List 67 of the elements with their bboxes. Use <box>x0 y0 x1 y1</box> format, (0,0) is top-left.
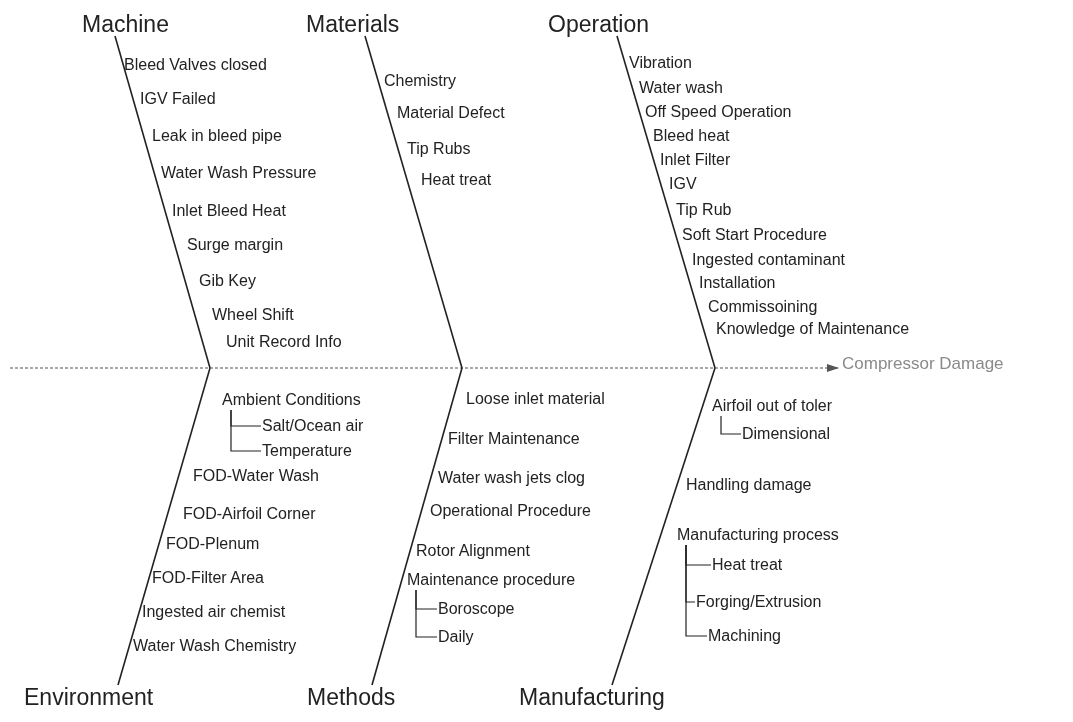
cause-label: Rotor Alignment <box>416 541 530 561</box>
cause-label: Commissoining <box>708 297 818 317</box>
rib-line <box>616 35 716 369</box>
cause-label: Unit Record Info <box>226 332 342 352</box>
rib-line <box>371 367 463 686</box>
cause-label: FOD-Filter Area <box>152 568 264 588</box>
cause-label: Water wash <box>639 78 723 98</box>
cause-label: Bleed Valves closed <box>124 55 267 75</box>
cause-label: FOD-Water Wash <box>193 466 319 486</box>
cause-label: Soft Start Procedure <box>682 225 827 245</box>
cause-label: Airfoil out of toler <box>712 396 833 416</box>
cause-label: Water Wash Chemistry <box>133 636 297 656</box>
cause-label: Material Defect <box>397 103 505 123</box>
cause-label: FOD-Plenum <box>166 534 260 554</box>
category-label: Materials <box>306 10 400 38</box>
cause-label: Chemistry <box>384 71 456 91</box>
cause-label: Salt/Ocean air <box>262 416 364 436</box>
category-label: Manufacturing <box>519 683 665 711</box>
cause-label: Operational Procedure <box>430 501 591 521</box>
cause-label: Manufacturing process <box>677 525 839 545</box>
cause-label: Loose inlet material <box>466 389 605 409</box>
cause-label: Inlet Bleed Heat <box>172 201 286 221</box>
category-label: Operation <box>548 10 649 38</box>
cause-label: Daily <box>438 627 474 647</box>
cause-label: Handling damage <box>686 475 812 495</box>
cause-label: Heat treat <box>712 555 783 575</box>
cause-label: Inlet Filter <box>660 150 731 170</box>
rib-line <box>364 35 463 369</box>
cause-label: Leak in bleed pipe <box>152 126 282 146</box>
category-label: Environment <box>24 683 154 711</box>
cause-label: Filter Maintenance <box>448 429 580 449</box>
cause-label: Machining <box>708 626 781 646</box>
cause-label: Forging/Extrusion <box>696 592 822 612</box>
cause-label: Vibration <box>629 53 692 73</box>
cause-label: Boroscope <box>438 599 515 619</box>
cause-label: Knowledge of Maintenance <box>716 319 910 339</box>
cause-label: Heat treat <box>421 170 492 190</box>
cause-label: Gib Key <box>199 271 256 291</box>
spine-arrow <box>9 364 839 372</box>
branch-line <box>685 544 708 637</box>
cause-label: Wheel Shift <box>212 305 294 325</box>
cause-label: Dimensional <box>742 424 831 444</box>
category-label: Methods <box>307 683 396 711</box>
rib-line <box>611 367 716 686</box>
cause-label: Surge margin <box>187 235 284 255</box>
cause-label: Installation <box>699 273 776 293</box>
cause-label: Off Speed Operation <box>645 102 792 122</box>
effect-label: Compressor Damage <box>842 354 1004 374</box>
cause-label: Maintenance procedure <box>407 570 576 590</box>
cause-label: Tip Rub <box>676 200 732 220</box>
cause-label: IGV <box>669 174 697 194</box>
cause-label: Temperature <box>262 441 352 461</box>
branch-line <box>415 589 438 638</box>
rib-line <box>117 367 211 686</box>
cause-label: Ingested contaminant <box>692 250 845 270</box>
cause-label: FOD-Airfoil Corner <box>183 504 316 524</box>
branch-line <box>720 415 742 435</box>
rib-line <box>114 35 211 369</box>
cause-label: Water Wash Pressure <box>161 163 317 183</box>
branch-line <box>230 409 262 452</box>
cause-label: Ingested air chemist <box>142 602 286 622</box>
cause-label: Tip Rubs <box>407 139 471 159</box>
cause-label: IGV Failed <box>140 89 216 109</box>
category-label: Machine <box>82 10 169 38</box>
cause-label: Bleed heat <box>653 126 730 146</box>
cause-label: Water wash jets clog <box>438 468 585 488</box>
cause-label: Ambient Conditions <box>222 390 361 410</box>
